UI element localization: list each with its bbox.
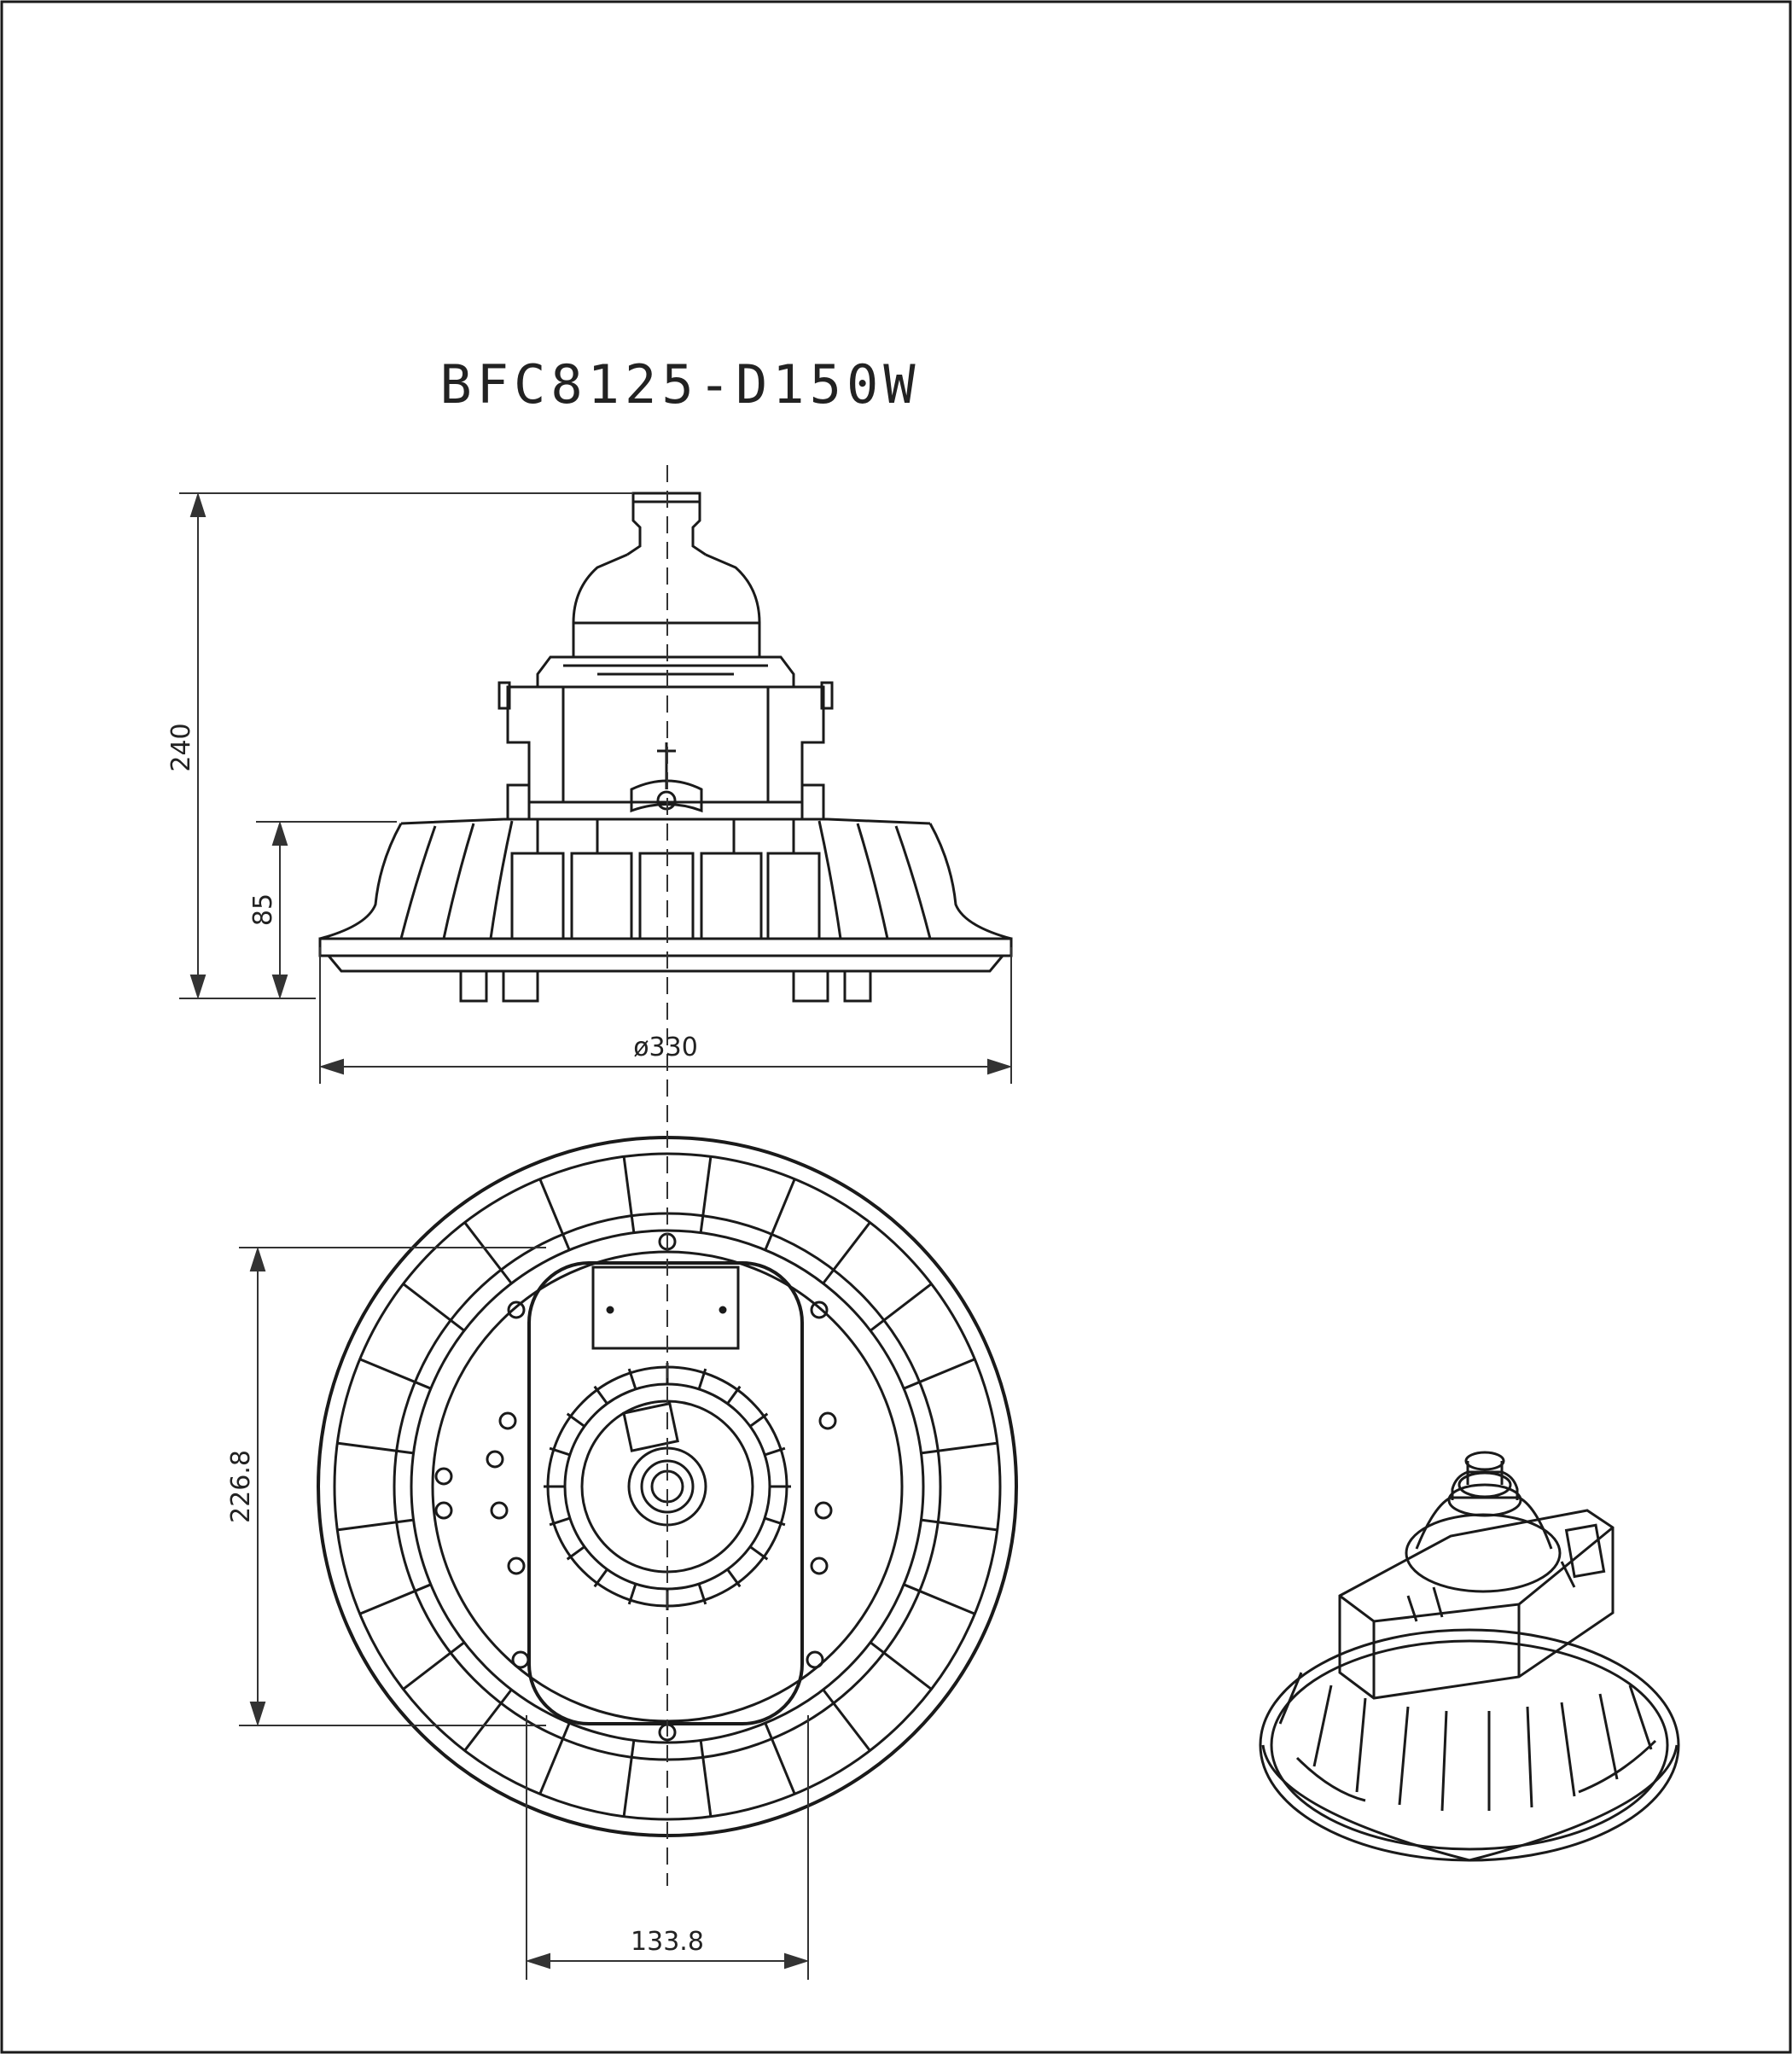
dim-bolt-span-horizontal: 133.8 [631,1927,704,1957]
fin-line [903,1358,975,1390]
hub-tooth [593,1568,608,1588]
bolt-hole [806,1650,824,1669]
hub-tooth [749,1545,769,1561]
fin-line [699,1740,713,1817]
hub-tooth [764,1516,786,1527]
bolt-hole [434,1467,453,1486]
fin-line [538,1722,571,1795]
fin-line [359,1358,432,1390]
hub-tooth [549,1446,571,1457]
fin-line [538,1178,571,1251]
side-view [318,492,1013,1003]
bolt-hole [818,1411,837,1430]
fin-line [822,1689,871,1752]
hub-tooth [749,1412,769,1428]
bolt-hole [490,1501,509,1520]
bolt-hole [486,1450,504,1469]
fin-line [870,1283,933,1332]
bolt-hole [810,1300,829,1319]
fin-line [764,1178,796,1251]
hub-tooth [627,1583,637,1605]
fin-line [903,1583,975,1615]
hub-tooth [627,1368,637,1390]
dimension-lines [179,492,1013,1980]
hub-tooth [697,1583,707,1605]
dim-diameter: ø330 [633,1033,698,1062]
dim-bolt-span-vertical: 226.8 [226,1450,256,1523]
drawing-title: BFC8125-D150W [439,353,920,416]
fin-line [402,1283,465,1332]
hub-tooth [697,1368,707,1390]
bolt-hole [814,1501,833,1520]
hub-tooth [726,1385,742,1405]
bolt-hole [810,1557,829,1575]
bolt-hole [507,1557,526,1575]
fin-line [402,1641,465,1690]
fin-line [463,1689,513,1752]
fin-line [337,1518,414,1532]
dimension-labels: 240 85 ø330 226.8 133.8 [166,723,704,1957]
bolt-hole [434,1501,453,1520]
hub-tooth [566,1545,585,1561]
bolt-hole [498,1411,517,1430]
fin-line [359,1583,432,1615]
fin-line [870,1641,933,1690]
fin-line [337,1441,414,1455]
bolt-hole [507,1300,526,1319]
fin-line [921,1518,998,1532]
dim-height-total: 240 [166,723,196,771]
fin-line [822,1221,871,1284]
dim-height-base: 85 [248,893,278,926]
hub-tooth [566,1412,585,1428]
fin-line [921,1441,998,1455]
fin-line [622,1156,636,1233]
fin-line [622,1740,636,1817]
hub-tooth [726,1568,742,1588]
bolt-hole [511,1650,530,1669]
isometric-view [1259,1451,1680,1862]
fin-line [764,1722,796,1795]
fin-line [699,1156,713,1233]
hub-tooth [764,1446,786,1457]
hub-tooth [549,1516,571,1527]
fin-line [463,1221,513,1284]
hub-tooth [593,1385,608,1405]
